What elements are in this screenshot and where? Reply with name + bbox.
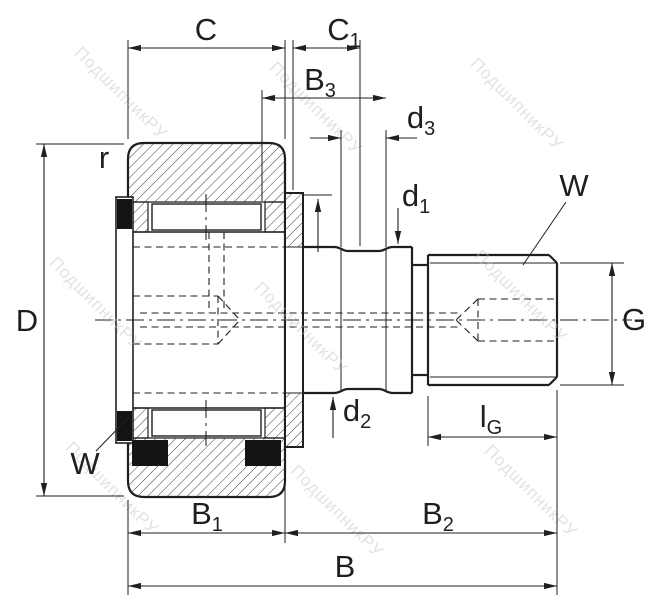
dim-label-W-bottom: W xyxy=(70,446,100,481)
side-washer xyxy=(115,196,134,444)
seal-block xyxy=(245,440,281,466)
dim-label-C1: C1 xyxy=(327,12,361,52)
dim-label-B3: B3 xyxy=(304,62,336,102)
washer-seal xyxy=(117,199,132,229)
bearing-part xyxy=(95,141,632,499)
dim-d1: d1 xyxy=(304,178,430,252)
label-W-bottom: W xyxy=(70,416,130,481)
leader-line xyxy=(95,416,130,452)
threaded-end xyxy=(428,253,559,387)
dim-label-D: D xyxy=(16,303,38,338)
washer-seal xyxy=(117,411,132,441)
dim-label-lG: lG xyxy=(480,399,502,439)
dim-label-B: B xyxy=(335,549,356,584)
watermark-text: ПодшипникРУ xyxy=(467,54,567,154)
dim-d2: d2 xyxy=(329,393,371,438)
watermark-text: ПодшипникРУ xyxy=(71,43,171,143)
outer-ring-top-section xyxy=(127,142,286,203)
dim-label-C: C xyxy=(195,12,217,47)
dim-B: B xyxy=(128,549,557,590)
thread-chamfer xyxy=(548,254,558,264)
needle-rollers xyxy=(151,194,262,446)
dim-label-W-top: W xyxy=(559,168,589,203)
dim-B1: B1 xyxy=(127,452,286,595)
watermark-text: ПодшипникРУ xyxy=(481,441,581,541)
dim-label-G: G xyxy=(622,302,646,337)
left-hex-cone xyxy=(217,295,241,321)
dim-label-B2: B2 xyxy=(422,496,454,536)
leader-line xyxy=(522,201,567,266)
dim-G: G xyxy=(560,262,646,386)
flange-top-section xyxy=(284,192,304,248)
pilot-bottom-edge xyxy=(303,387,412,395)
seal-block xyxy=(132,440,168,466)
dim-d3: d3 xyxy=(310,100,435,247)
dim-C1: C1 xyxy=(292,12,361,246)
pilot-top-edge xyxy=(303,245,412,253)
dim-lG: lG xyxy=(427,390,558,595)
ring-lip xyxy=(264,201,286,233)
dim-B2: B2 xyxy=(285,496,557,537)
label-W-top: W xyxy=(522,168,589,266)
dim-label-B1: B1 xyxy=(191,496,223,536)
dim-label-r: r xyxy=(99,140,109,175)
dim-D: D xyxy=(16,143,124,497)
ring-lip xyxy=(264,407,286,439)
dim-label-d3: d3 xyxy=(407,100,435,140)
hidden-lines xyxy=(133,232,557,394)
thread-chamfer xyxy=(548,376,558,386)
dim-label-d1: d1 xyxy=(402,178,430,218)
flange-bottom-section xyxy=(284,392,304,448)
dim-r: r xyxy=(99,140,109,175)
left-hex-cone xyxy=(217,319,241,345)
dim-C: C xyxy=(127,12,286,139)
watermark-text: ПодшипникРУ xyxy=(287,461,387,561)
seals xyxy=(132,440,281,466)
right-hex-cone xyxy=(455,298,479,321)
dim-B3: B3 xyxy=(261,62,386,201)
right-hex-cone xyxy=(455,319,479,342)
dim-label-d2: d2 xyxy=(343,393,371,433)
